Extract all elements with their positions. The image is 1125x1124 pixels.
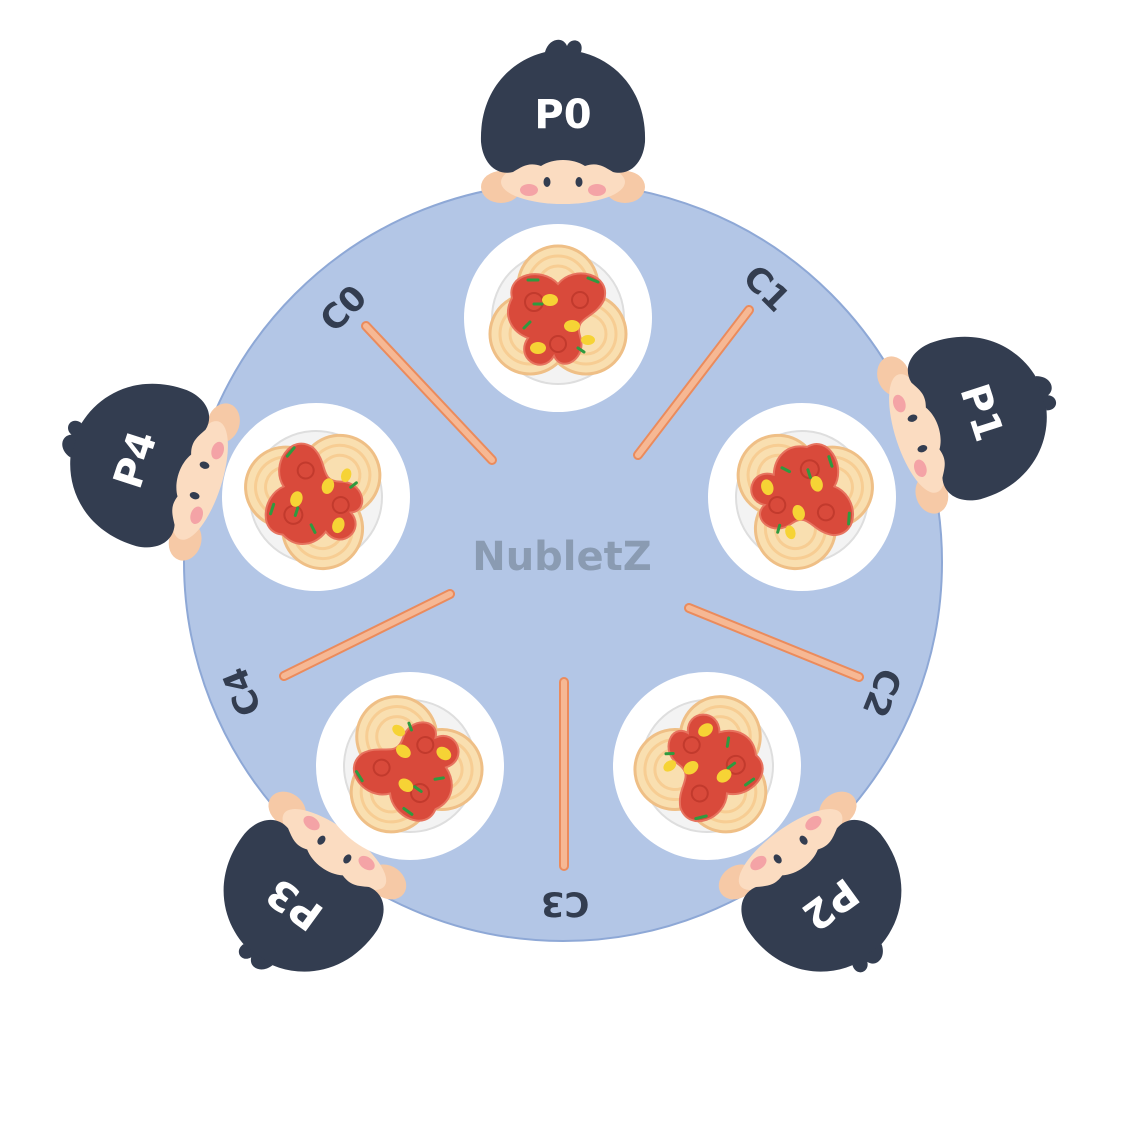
philosopher-p0: P0	[480, 39, 646, 204]
philosopher-p4: P4	[62, 383, 240, 561]
watermark: NubletZ	[472, 534, 652, 580]
philosopher-p2: P2	[718, 791, 902, 973]
chopstick-c1: C1	[633, 258, 797, 460]
philosopher-p3: P3	[223, 791, 407, 972]
philosopher-label-p0: P0	[534, 92, 591, 138]
chopstick-c3: C3	[541, 677, 590, 924]
spaghetti-plate-icon	[462, 222, 654, 414]
chopstick-label-c3: C3	[541, 884, 590, 924]
philosopher-p1: P1	[877, 336, 1057, 514]
